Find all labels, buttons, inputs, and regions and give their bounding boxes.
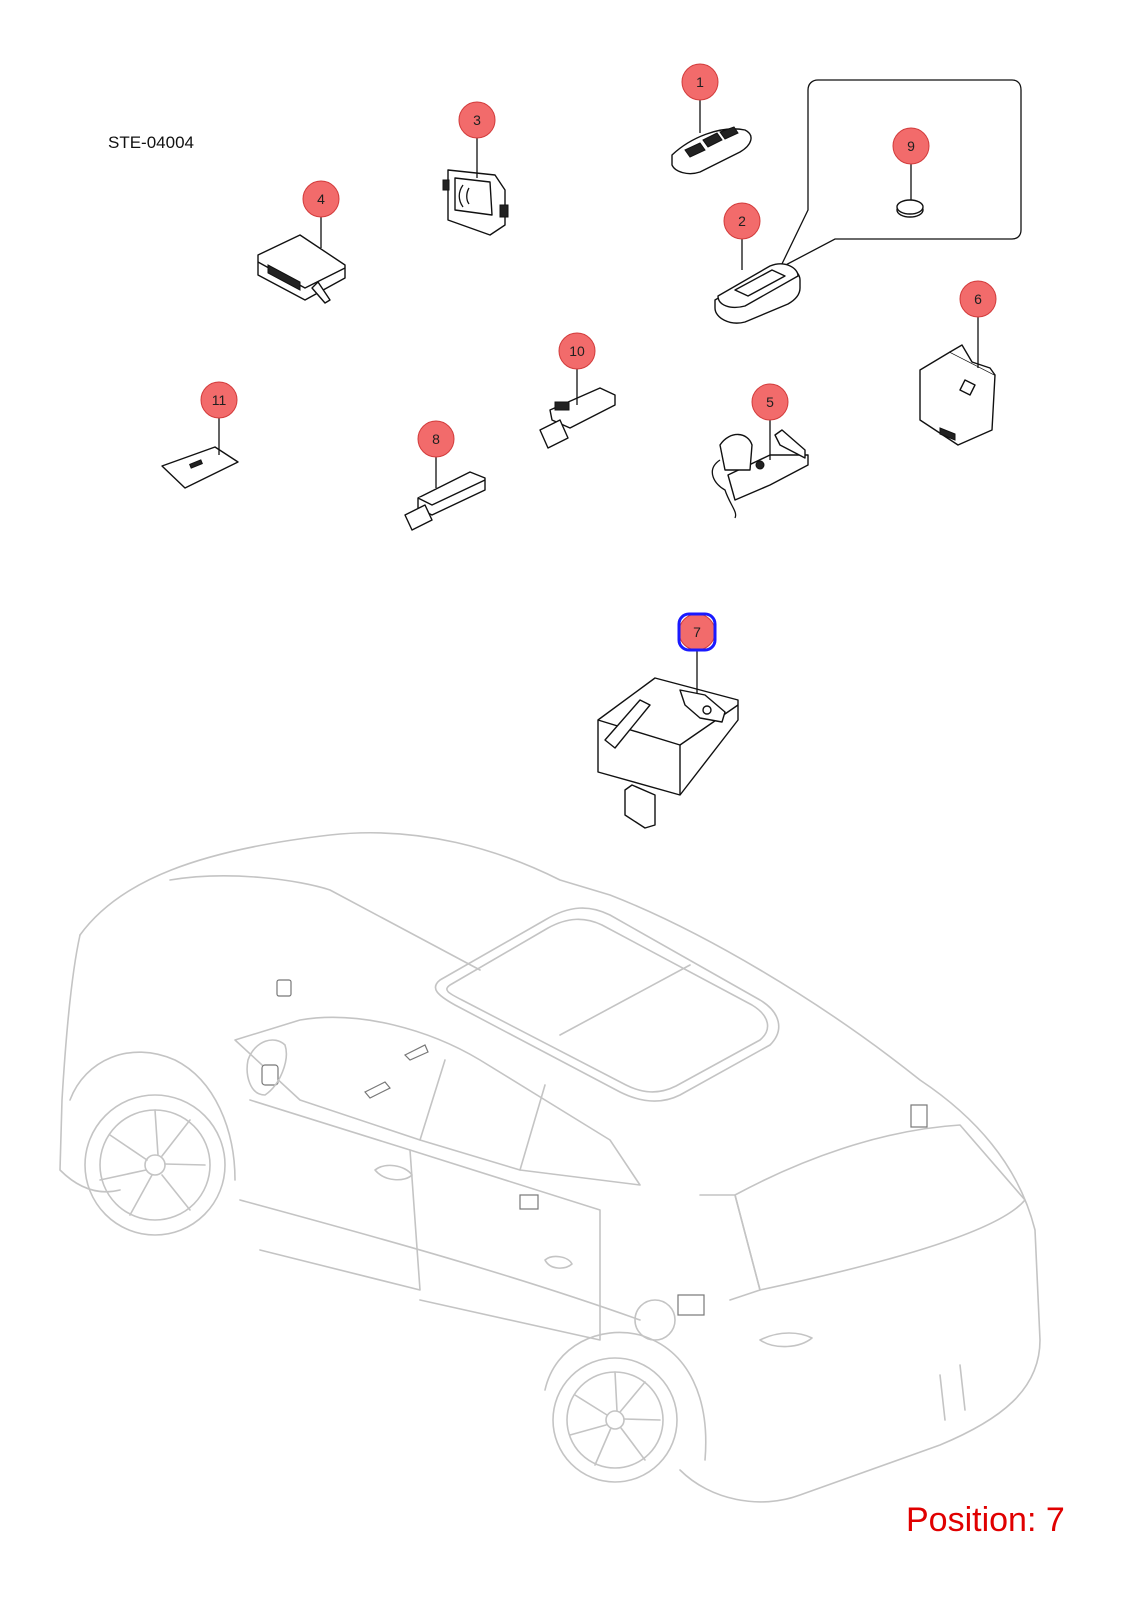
vehicle-part-marker <box>519 1194 539 1210</box>
callout-4[interactable]: 4 <box>302 180 340 218</box>
callout-5[interactable]: 5 <box>751 383 789 421</box>
vehicle-part-marker <box>910 1104 928 1128</box>
position-indicator: Position: 7 <box>906 1501 1065 1539</box>
callout-label: 11 <box>212 392 227 408</box>
callout-2[interactable]: 2 <box>723 202 761 240</box>
callout-label: 6 <box>974 291 982 307</box>
callout-label: 5 <box>766 394 774 410</box>
leader-lines <box>218 99 979 693</box>
callout-3[interactable]: 3 <box>458 101 496 139</box>
callout-1[interactable]: 1 <box>681 63 719 101</box>
diagram-code: STE-04004 <box>108 133 194 152</box>
part-7-control-unit <box>597 677 739 829</box>
callout-7[interactable]: 7 <box>677 612 717 652</box>
vehicle-part-marker <box>276 979 292 997</box>
vehicle-outline <box>59 832 1041 1503</box>
vehicle-part-marker <box>261 1064 279 1086</box>
vehicle-part-marker <box>364 1081 391 1099</box>
vehicle-part-marker <box>403 1044 429 1061</box>
rear-wheel <box>552 1357 678 1483</box>
callout-label: 9 <box>907 138 915 154</box>
callout-label: 4 <box>317 191 325 207</box>
callout-label: 2 <box>738 213 746 229</box>
part-5-connector-bracket <box>711 429 809 519</box>
part-11-card <box>161 446 239 489</box>
part-10-sensor <box>539 387 616 449</box>
selected-outline <box>677 612 717 652</box>
callout-label: 10 <box>569 343 585 359</box>
callout-label: 3 <box>473 112 481 128</box>
callout-label: 7 <box>693 624 701 640</box>
vehicle-part-marker <box>677 1294 705 1316</box>
part-3-reader <box>442 169 509 236</box>
front-wheel <box>84 1094 226 1236</box>
callout-label: 8 <box>432 431 440 447</box>
callout-label: 1 <box>696 74 704 90</box>
part-1-key-fob <box>671 126 752 175</box>
part-8-sensor <box>404 471 486 531</box>
callout-9[interactable]: 9 <box>892 127 930 165</box>
callout-6[interactable]: 6 <box>959 280 997 318</box>
part-9-inset <box>778 79 1022 270</box>
callout-11[interactable]: 11 <box>200 381 238 419</box>
part-4-module <box>257 234 346 304</box>
callout-10[interactable]: 10 <box>558 332 596 370</box>
callout-8[interactable]: 8 <box>417 420 455 458</box>
part-2-smart-key <box>714 263 801 324</box>
part-6-bracket-module <box>919 344 996 446</box>
